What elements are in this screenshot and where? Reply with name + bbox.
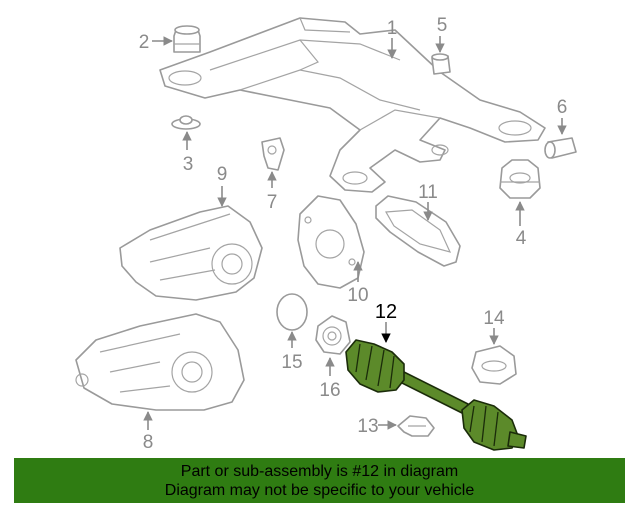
callout-2[interactable]: 2 [139, 32, 150, 53]
callout-7[interactable]: 7 [267, 192, 278, 213]
parts-diagram: 1 2 3 4 5 6 7 8 9 10 11 12 13 14 15 16 [75, 15, 577, 453]
callout-6[interactable]: 6 [557, 97, 568, 118]
callout-labels: 1 2 3 4 5 6 7 8 9 10 11 12 13 14 15 16 [139, 15, 568, 453]
diff-cover-part [297, 195, 365, 289]
cap-part [276, 293, 308, 331]
info-banner: Part or sub-assembly is #12 in diagram D… [14, 458, 625, 503]
callout-4[interactable]: 4 [516, 228, 527, 249]
callout-13[interactable]: 13 [357, 416, 378, 437]
gasket-plate-part [375, 195, 461, 267]
callout-5[interactable]: 5 [437, 15, 448, 36]
flange-part [315, 315, 351, 355]
bracket-part [261, 137, 285, 171]
bushing-14-part [471, 345, 517, 385]
clamp-part [397, 415, 435, 437]
subframe-part [159, 17, 546, 193]
callout-3[interactable]: 3 [183, 154, 194, 175]
callout-15[interactable]: 15 [281, 352, 302, 373]
leader-lines [143, 36, 567, 430]
bushing-part [544, 137, 577, 159]
callout-14[interactable]: 14 [483, 308, 505, 329]
callout-8[interactable]: 8 [143, 432, 154, 453]
axle-shaft-part [345, 339, 527, 451]
differential-upper-part [119, 205, 263, 301]
banner-line-disclaimer: Diagram may not be specific to your vehi… [164, 482, 475, 499]
callout-10[interactable]: 10 [347, 285, 368, 306]
callout-11[interactable]: 11 [418, 182, 438, 203]
washer-part [171, 115, 201, 130]
small-bushing-part [431, 53, 451, 75]
callout-9[interactable]: 9 [217, 164, 228, 185]
diff-mount-part [499, 159, 541, 199]
callout-16[interactable]: 16 [319, 380, 340, 401]
differential-lower-part [75, 313, 245, 411]
callout-1[interactable]: 1 [387, 18, 398, 39]
callout-12[interactable]: 12 [375, 301, 397, 323]
banner-line-part-number: Part or sub-assembly is #12 in diagram [180, 463, 459, 480]
mount-bushing-part [173, 25, 201, 53]
